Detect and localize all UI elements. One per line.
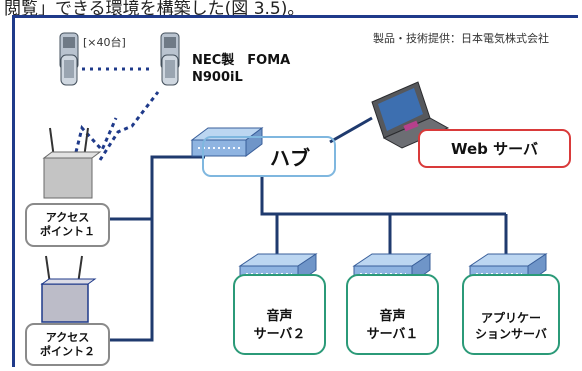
voice-server-2-label: 音声 サーバ２ (233, 274, 326, 355)
hub-label: ハブ (202, 136, 336, 177)
ap2-line2: ポイント２ (40, 344, 95, 358)
ap2-line1: アクセス (45, 330, 90, 344)
web-server-label: Web サーバ (418, 129, 571, 168)
cable-hub-servers (260, 176, 506, 216)
access-point-2-label: アクセス ポイント２ (25, 323, 110, 366)
cable-hub-ap1 (110, 155, 205, 221)
ap1-line2: ポイント１ (40, 225, 95, 238)
voice-server-2-line1: 音声 (266, 308, 293, 324)
application-server-line1: アプリケー (480, 310, 541, 325)
phone-count-label: [×40台] (83, 36, 126, 49)
application-server-line2: ションサーバ (475, 326, 547, 341)
network-cables (110, 116, 508, 342)
phone-model-label: NEC製 FOMA N900iL (192, 52, 290, 86)
voice-server-1-line2: サーバ１ (366, 326, 419, 342)
laptop-icon (371, 81, 450, 149)
cable-hub-ap2 (110, 219, 154, 342)
access-point-icon (42, 127, 102, 199)
cable-hub-web (329, 116, 373, 144)
voice-server-2-line2: サーバ２ (253, 326, 306, 342)
caption: 閲覧」できる環境を構築した(図 3.5)。 (4, 0, 305, 19)
phone-model-line2: N900iL (192, 70, 243, 85)
voice-server-1-label: 音声 サーバ１ (346, 274, 439, 355)
phone-model-line1: NEC製 FOMA (192, 53, 291, 68)
access-point-1-label: アクセス ポイント１ (25, 203, 110, 247)
mobile-phone-icon (59, 32, 79, 86)
credit-text: 製品・技術提供：日本電気株式会社 (373, 32, 549, 45)
mobile-phone-icon (160, 32, 180, 86)
voice-server-1-line1: 音声 (379, 308, 406, 324)
access-point-icon (40, 255, 97, 323)
ap1-line1: アクセス (45, 211, 90, 224)
application-server-label: アプリケー ションサーバ (462, 274, 560, 355)
diagram-frame (12, 15, 578, 367)
wireless-signal-icon (72, 91, 160, 161)
